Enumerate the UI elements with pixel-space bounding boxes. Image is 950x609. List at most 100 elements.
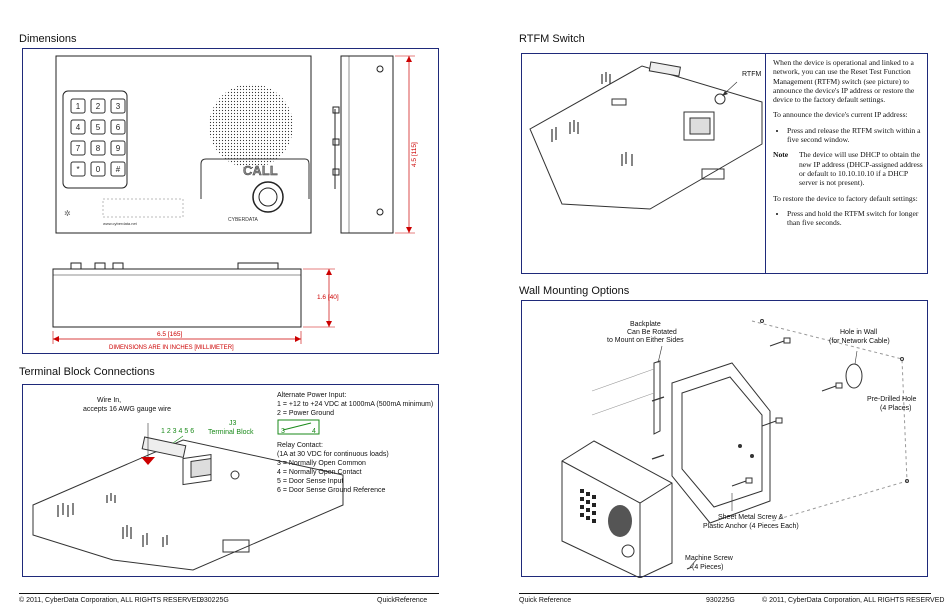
keypad-key-label: 7 xyxy=(76,144,81,153)
keypad-key-label: 9 xyxy=(116,144,121,153)
device-body xyxy=(561,440,673,579)
keypad-key xyxy=(90,140,106,156)
note-block: Note The device will use DHCP to obtain … xyxy=(773,150,927,187)
dim-depth: 1.6 [40] xyxy=(317,294,339,301)
wall-speaker xyxy=(608,505,632,537)
backplate xyxy=(671,362,771,524)
relay-line-3: 4 = Normally Open Contact xyxy=(277,469,362,476)
keypad-key xyxy=(110,98,126,114)
rtfm-intro: When the device is operational and linke… xyxy=(773,58,915,105)
keypad-key-label: 1 xyxy=(76,102,81,111)
machine-screws xyxy=(651,396,693,570)
keypad-key-label: 0 xyxy=(96,165,101,174)
pin-numbers: 1 2 3 4 5 6 xyxy=(161,428,194,435)
rtfm-board xyxy=(529,65,763,210)
side-view xyxy=(340,55,394,234)
alt-power-title: Alternate Power Input: xyxy=(277,392,346,399)
wall-keypad xyxy=(580,489,596,523)
note-label: Note xyxy=(773,150,789,160)
svg-text:✲: ✲ xyxy=(64,209,71,218)
alt-power-line-1: 1 = +12 to +24 VDC at 1000mA (500mA mini… xyxy=(277,401,433,408)
dim-width: 6.5 [165] xyxy=(157,331,182,338)
hole-label-2: (for Network Cable) xyxy=(829,338,890,345)
keypad-key-label: # xyxy=(116,165,121,174)
rtfm-description: When the device is operational and linke… xyxy=(773,58,927,233)
right-footer-title: Quick Reference xyxy=(519,597,572,604)
predrilled-label-2: (4 Places) xyxy=(880,405,912,412)
keypad-key xyxy=(110,140,126,156)
speaker-grille xyxy=(209,84,293,168)
keypad-key xyxy=(110,161,126,177)
machine-screw-label-2: (4 Pieces) xyxy=(692,564,724,571)
keypad-key xyxy=(70,119,86,135)
rtfm-label: RTFM xyxy=(742,71,761,78)
wire-in-arrow xyxy=(141,457,155,465)
dim-note: DIMENSIONS ARE IN INCHES [MILLIMETER] xyxy=(109,345,234,351)
hole-label-1: Hole in Wall xyxy=(840,329,878,336)
j3-label: J3 xyxy=(229,420,237,427)
hole-in-wall xyxy=(845,363,863,389)
call-label: CALL xyxy=(243,163,278,178)
terminal-block-label: Terminal Block xyxy=(208,429,254,436)
restore-list: Press and hold the RTFM switch for longe… xyxy=(773,209,927,228)
relay-line-1: (1A at 30 VDC for continuous loads) xyxy=(277,451,389,458)
wall-drawing: Backplate Can Be Rotated to Mount on Eit… xyxy=(561,319,917,579)
keypad-key-label: 6 xyxy=(116,123,121,132)
relay-pin-a: 3 xyxy=(281,428,285,435)
bottom-view xyxy=(52,268,302,328)
rtfm-title: RTFM Switch xyxy=(519,33,585,45)
relay-pin-b: 4 xyxy=(312,428,316,435)
wall-panel: Backplate Can Be Rotated to Mount on Eit… xyxy=(521,300,928,579)
keypad-key xyxy=(70,98,86,114)
relay-contact-diagram xyxy=(277,419,320,435)
relay-line-4: 5 = Door Sense Input xyxy=(277,478,343,485)
relay-title: Relay Contact: xyxy=(277,442,323,449)
backplate-label-2: Can Be Rotated xyxy=(627,329,677,336)
wire-label-1: Wire In, xyxy=(97,397,121,404)
terminal-panel: Wire In, accepts 16 AWG gauge wire J3 Te… xyxy=(22,384,439,577)
keypad-key xyxy=(90,161,106,177)
alt-power-line-2: 2 = Power Ground xyxy=(277,410,334,417)
dim-height: 4.5 [115] xyxy=(411,142,418,167)
keypad-key xyxy=(110,119,126,135)
brand-right: CYBERDATA xyxy=(228,217,258,223)
relay-line-2: 3 = Normally Open Common xyxy=(277,460,366,467)
announce-list: Press and release the RTFM switch within… xyxy=(773,126,927,145)
left-footer-copyright: © 2011, CyberData Corporation, ALL RIGHT… xyxy=(19,597,202,604)
circuit-board xyxy=(32,439,344,571)
rtfm-divider xyxy=(765,54,766,273)
keypad-key xyxy=(90,119,106,135)
terminal-title: Terminal Block Connections xyxy=(19,366,155,378)
keypad-key-label: 4 xyxy=(76,123,81,132)
keypad-key xyxy=(90,98,106,114)
keypad-key-label: * xyxy=(76,165,79,174)
brand-small: www.cyberdata.net xyxy=(103,221,138,226)
relay-line-5: 6 = Door Sense Ground Reference xyxy=(277,487,385,494)
keypad-key-label: 3 xyxy=(116,102,121,111)
left-footer-rule xyxy=(19,593,439,594)
sheet-metal-screws xyxy=(731,337,843,487)
dimensions-title: Dimensions xyxy=(19,33,77,45)
terminal-drawing: Wire In, accepts 16 AWG gauge wire J3 Te… xyxy=(32,392,433,571)
sheet-metal-label-2: Plastic Anchor (4 Pieces Each) xyxy=(703,523,799,530)
announce-intro: To announce the device's current IP addr… xyxy=(773,110,908,120)
front-view xyxy=(55,55,312,234)
rtfm-drawing: RTFM xyxy=(529,61,763,210)
backplate-side xyxy=(653,360,661,435)
restore-step: Press and hold the RTFM switch for longe… xyxy=(787,209,927,228)
predrilled-label-1: Pre-Drilled Hole xyxy=(867,396,917,403)
left-footer-docnum: 930225G xyxy=(200,597,229,604)
call-button xyxy=(252,181,284,213)
announce-step: Press and release the RTFM switch within… xyxy=(787,126,927,145)
right-footer-rule xyxy=(519,593,931,594)
wall-title: Wall Mounting Options xyxy=(519,285,630,297)
machine-screw-label-1: Machine Screw xyxy=(685,555,734,562)
left-footer-title: QuickReference xyxy=(377,597,428,604)
keypad-key-label: 2 xyxy=(96,102,101,111)
note-text: The device will use DHCP to obtain the n… xyxy=(799,150,923,188)
rtfm-panel: RTFM When the device is operational and … xyxy=(521,53,928,274)
right-footer-copyright: © 2011, CyberData Corporation, ALL RIGHT… xyxy=(762,597,945,604)
keypad-key-label: 5 xyxy=(96,123,101,132)
